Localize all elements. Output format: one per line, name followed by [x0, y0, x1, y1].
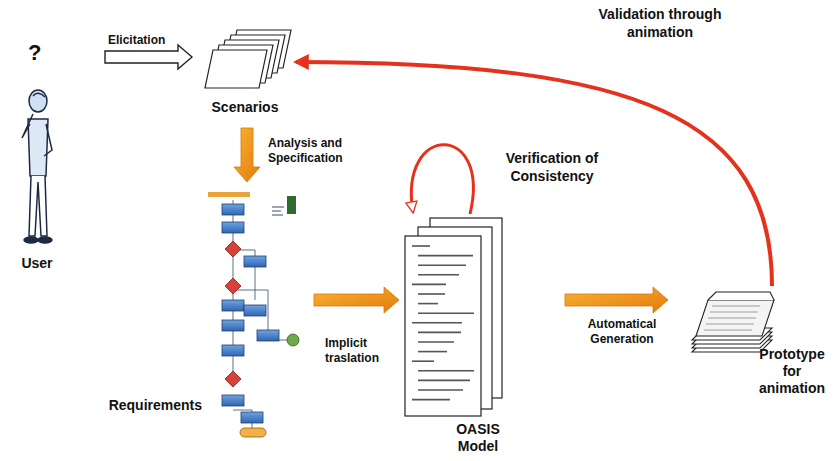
flowchart-thumbnail [241, 412, 263, 423]
block-arrow [565, 287, 668, 313]
code-lines [418, 303, 438, 305]
printer-paper [692, 292, 774, 352]
flowchart-thumbnail [272, 206, 284, 216]
code-lines [412, 246, 474, 400]
user-figure [44, 124, 52, 156]
code-lines [418, 255, 473, 257]
user-figure [38, 237, 52, 243]
flowchart-thumbnail [272, 214, 283, 216]
code-lines [412, 245, 430, 247]
edge-label: Validation through animation [582, 6, 738, 41]
flowchart-thumbnail [287, 196, 296, 214]
flowchart-thumbnail [222, 204, 244, 215]
node-label: Requirements [84, 397, 202, 414]
block-arrow [314, 287, 399, 313]
node-label: OASIS Model [446, 421, 510, 455]
code-lines [418, 264, 466, 266]
printer-paper [704, 306, 760, 330]
flowchart-thumbnail [222, 395, 244, 406]
flowchart-thumbnail [222, 222, 244, 233]
flowchart-thumbnail [222, 300, 244, 311]
edge-label: Implicit traslation [323, 336, 403, 366]
flowchart-thumbnail [208, 192, 299, 437]
user-figure [28, 119, 48, 176]
user-figure [22, 114, 33, 138]
code-lines [418, 274, 459, 276]
flowchart-thumbnail [222, 204, 279, 423]
oasis-model-document: OASIS Model [405, 215, 505, 415]
flowchart-thumbnail [240, 428, 266, 437]
scenarios-stack: Scenarios [198, 28, 292, 93]
code-lines [418, 351, 447, 353]
code-lines [412, 322, 462, 324]
node-label: User [4, 255, 70, 272]
user-figure [29, 176, 47, 236]
scenario-cards [205, 50, 267, 88]
user-figure [24, 237, 38, 243]
question-mark: ? [28, 40, 41, 66]
block-arrow [234, 128, 260, 182]
code-lines [418, 312, 474, 314]
printer-paper [696, 300, 774, 336]
edge-label: Automatical Generation [574, 317, 670, 347]
requirements-flowchart: Requirements [205, 190, 300, 440]
printer-paper [704, 330, 752, 331]
printer-paper [710, 312, 758, 313]
node-label: Scenarios [196, 99, 294, 116]
flowchart-thumbnail [225, 371, 241, 387]
flowchart-thumbnail [287, 334, 299, 346]
printer-paper [712, 306, 760, 307]
user-node: User [10, 45, 100, 250]
user-figure [22, 90, 52, 243]
flowchart-thumbnail [233, 200, 292, 428]
code-lines [418, 389, 463, 391]
user-figure [33, 93, 45, 97]
code-lines [418, 380, 470, 382]
code-lines [412, 399, 450, 401]
flowchart-thumbnail [222, 320, 244, 331]
printer-paper [708, 292, 774, 300]
hollow-arrow [105, 45, 192, 69]
flowchart-thumbnail [272, 210, 281, 212]
edge-label: Elicitation [106, 33, 167, 48]
curved-arrow [296, 62, 772, 286]
document-pages [405, 236, 481, 416]
loop-arrow [411, 145, 473, 214]
code-lines [412, 284, 446, 286]
code-lines [418, 370, 474, 372]
flowchart-thumbnail [225, 278, 241, 294]
flowchart-thumbnail [257, 330, 279, 341]
flowchart-thumbnail [233, 290, 292, 340]
flowchart-thumbnail [272, 206, 284, 208]
node-label: Prototype for animation [750, 346, 834, 396]
printer-paper [708, 318, 756, 319]
flowchart-thumbnail [222, 345, 244, 356]
flowchart-thumbnail [225, 241, 241, 387]
flowchart-thumbnail [225, 241, 241, 257]
edge-label: Verification of Consistency [492, 150, 612, 185]
code-lines [418, 293, 445, 295]
code-lines [412, 360, 434, 362]
code-lines [418, 341, 454, 343]
code-lines [418, 332, 461, 334]
user-figure [29, 90, 47, 112]
flowchart-thumbnail [208, 192, 250, 197]
scenario-cards [205, 30, 291, 88]
edge-label: Analysis and Specification [266, 136, 366, 166]
flowchart-thumbnail [244, 305, 266, 316]
document-pages [405, 218, 502, 416]
prototype-printout: Prototype for animation [688, 290, 776, 360]
flowchart-thumbnail [244, 256, 266, 267]
printer-paper [706, 324, 754, 325]
